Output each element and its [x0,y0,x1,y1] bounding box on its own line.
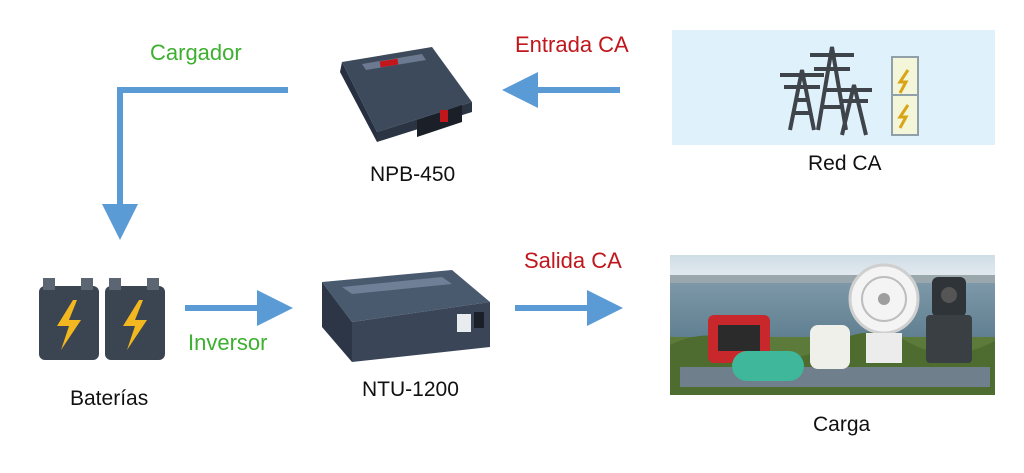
ac-input-label: Entrada CA [515,32,629,57]
inverter-label: Inversor [188,330,268,355]
charger-label: Cargador [150,40,242,65]
grid-label: Red CA [808,152,882,175]
load-label: Carga [813,413,871,436]
batteries-label: Baterías [70,387,149,410]
load-photo [670,255,995,395]
arrow-charger-to-batteries [102,87,288,240]
charger-model-label: NPB-450 [370,163,456,186]
charger-device-image [340,47,472,142]
inverter-device-image [322,270,490,362]
power-tower-icon [780,46,919,136]
ac-output-label: Salida CA [524,248,622,273]
inverter-model-label: NTU-1200 [362,378,459,401]
battery-icon [39,278,165,360]
